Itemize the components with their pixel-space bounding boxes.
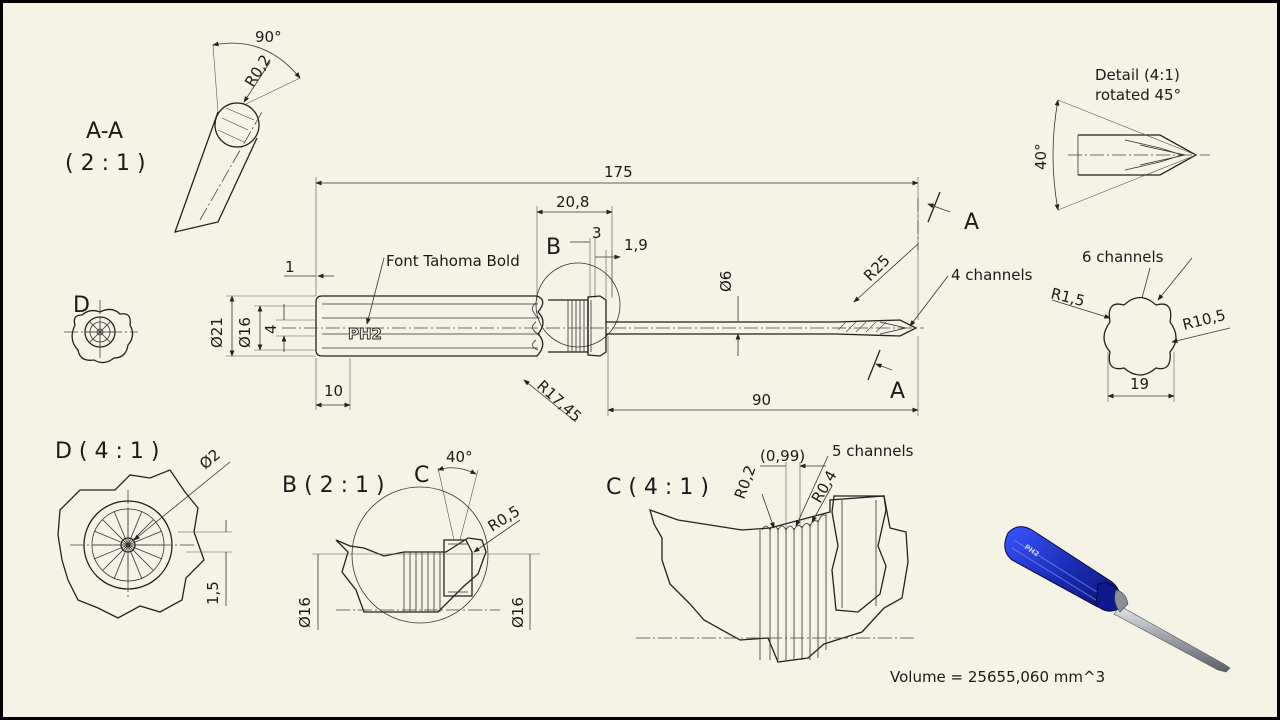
view-d: D (64, 293, 138, 366)
section-aa-scale: ( 2 : 1 ) (65, 151, 146, 176)
shaft-length-dim: 90 (752, 391, 771, 409)
detail-tip-label: Detail (4:1) (1095, 66, 1180, 84)
detail-d-view: D ( 4 : 1 ) Ø2 1,5 (55, 439, 232, 619)
offset-1-dim: 1 (285, 258, 295, 276)
volume-readout: Volume = 25655,060 mm^3 (890, 668, 1105, 686)
detail-d-label: D ( 4 : 1 ) (55, 439, 159, 464)
shank-inner-dim: 4 (262, 324, 280, 334)
collar-length-dim: 20,8 (556, 193, 589, 211)
detail-b-dia-right: Ø16 (509, 597, 527, 628)
engraving-text: PH2 (348, 325, 382, 343)
detail-c-pitch-dim: (0,99) (760, 447, 805, 465)
detail-b-marker: B (546, 235, 561, 260)
font-note: Font Tahoma Bold (386, 252, 520, 270)
detail-tip-note: rotated 45° (1095, 86, 1181, 104)
detail-b-dia-left: Ø16 (296, 597, 314, 628)
channels-6-note: 6 channels (1082, 248, 1164, 266)
overall-length-dim: 175 (604, 163, 633, 181)
section-cut-bottom: A (890, 379, 905, 404)
detail-b-angle-dim: 40° (446, 448, 473, 466)
paper-background (3, 3, 1277, 717)
detail-b-label: B ( 2 : 1 ) (282, 473, 385, 498)
tip-angle-dim: 40° (1032, 143, 1050, 170)
detail-d-depth-dim: 1,5 (204, 581, 222, 605)
detail-tip-view: Detail (4:1) rotated 45° 40° (1032, 66, 1210, 211)
detail-c-marker: C (414, 463, 429, 488)
collar-step-dim: 1,9 (624, 236, 648, 254)
channels-5-note: 5 channels (832, 442, 914, 460)
screwdriver-3d-render: PH2 (1004, 526, 1231, 673)
section-aa-label: A-A (86, 119, 123, 144)
channels-4-note: 4 channels (951, 266, 1033, 284)
detail-c-label: C ( 4 : 1 ) (606, 475, 709, 500)
detail-b-view: B ( 2 : 1 ) C Ø16 Ø16 40° R0,5 (282, 448, 540, 630)
shaft-dia-dim: Ø6 (717, 271, 735, 292)
aa-angle-dim: 90° (255, 28, 282, 46)
section-cut-top: A (964, 210, 979, 235)
profile-width-dim: 19 (1130, 375, 1149, 393)
handle-dia-dim: Ø21 (208, 317, 226, 348)
end-10-dim: 10 (324, 382, 343, 400)
collar-width-dim: 3 (592, 224, 602, 242)
view-d-label: D (73, 293, 90, 318)
collar-dia-dim: Ø16 (236, 317, 254, 348)
